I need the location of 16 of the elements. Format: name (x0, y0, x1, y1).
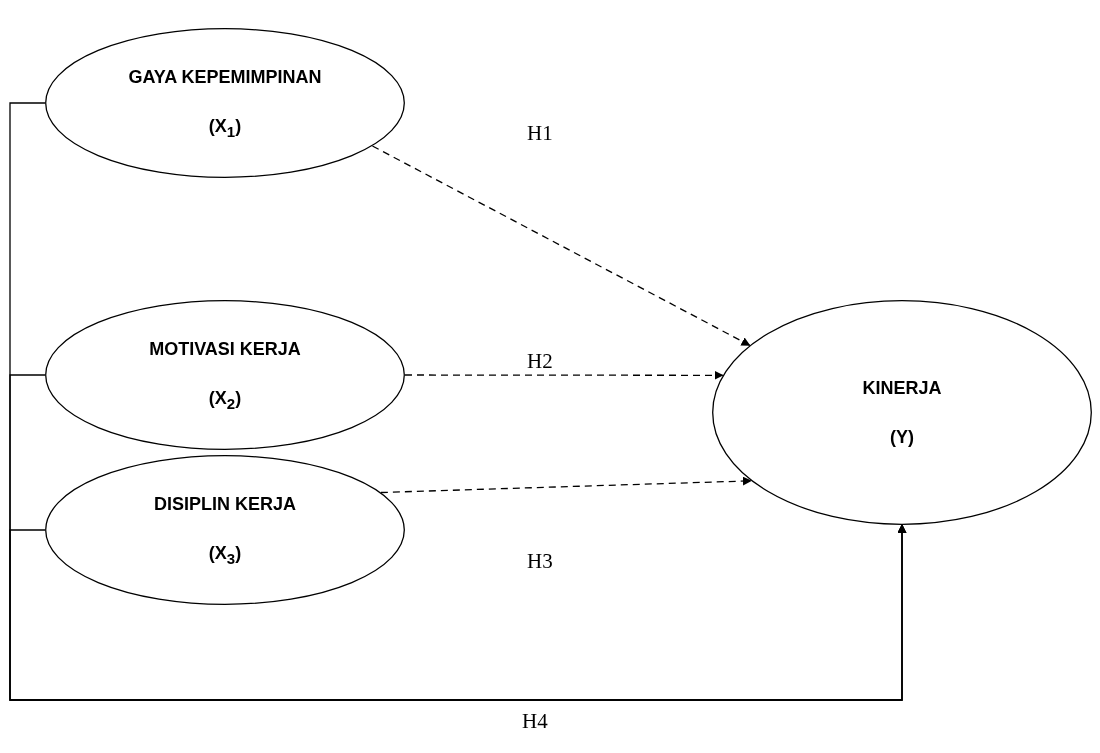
variable-name: MOTIVASI KERJA (149, 338, 301, 362)
arrow (9, 524, 907, 701)
variable-ellipse (45, 28, 405, 178)
variable-name: GAYA KEPEMIMPINAN (128, 66, 322, 90)
variable-name: DISIPLIN KERJA (154, 493, 296, 517)
variable-ellipse (45, 300, 405, 450)
variable-symbol: (X$_{1}$) (208, 114, 242, 142)
variable-ellipse (712, 300, 1092, 525)
variable-ellipse (45, 455, 405, 605)
variable-symbol: (X$_{3}$) (208, 541, 242, 569)
variable-symbol: (X$_{2}$) (208, 386, 242, 414)
arrow (380, 476, 752, 494)
arrow (371, 145, 751, 346)
variable-name: KINERJA (862, 377, 942, 401)
variable-symbol: (Y) (890, 425, 914, 449)
arrow (404, 370, 724, 380)
